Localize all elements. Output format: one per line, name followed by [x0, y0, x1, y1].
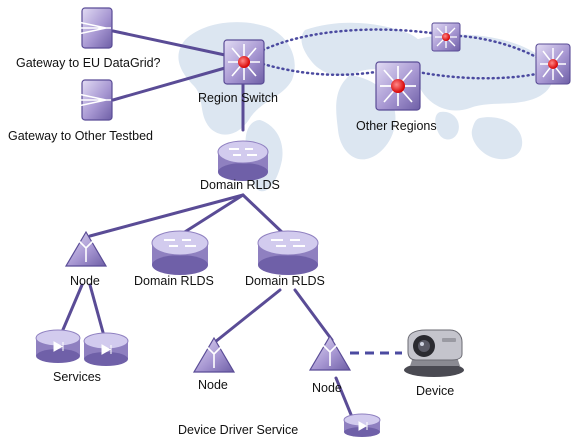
service-icon [343, 413, 381, 437]
device-label: Device [416, 384, 454, 398]
router-icon [151, 230, 209, 275]
router-icon [217, 140, 269, 181]
gateway-icon [77, 79, 113, 121]
domain-rlds-top-label: Domain RLDS [200, 178, 280, 192]
gateway-icon [77, 7, 113, 49]
device-driver-service-label: Device Driver Service [178, 423, 298, 437]
node-icon [192, 336, 236, 373]
service-icon [35, 329, 81, 363]
node-icon [308, 334, 352, 371]
switch-icon [431, 22, 461, 52]
domain-rlds-mid-label: Domain RLDS [134, 274, 214, 288]
service-icon [83, 332, 129, 366]
other-regions-label: Other Regions [356, 119, 437, 133]
dotted-links [261, 28, 540, 80]
switch-icon [535, 43, 571, 85]
network-links [60, 29, 354, 419]
region-switch-label: Region Switch [198, 91, 278, 105]
switch-icon [375, 61, 421, 111]
switch-icon [223, 39, 265, 85]
node-icon [64, 230, 108, 267]
gateway-eu-label: Gateway to EU DataGrid? [16, 56, 161, 70]
node-bottom-right-label: Node [312, 381, 342, 395]
gateway-other-label: Gateway to Other Testbed [8, 129, 153, 143]
node-left-label: Node [70, 274, 100, 288]
router-icon [257, 230, 319, 275]
node-bottom-left-label: Node [198, 378, 228, 392]
camera-icon [404, 329, 464, 377]
domain-rlds-right-label: Domain RLDS [245, 274, 325, 288]
services-label: Services [53, 370, 101, 384]
